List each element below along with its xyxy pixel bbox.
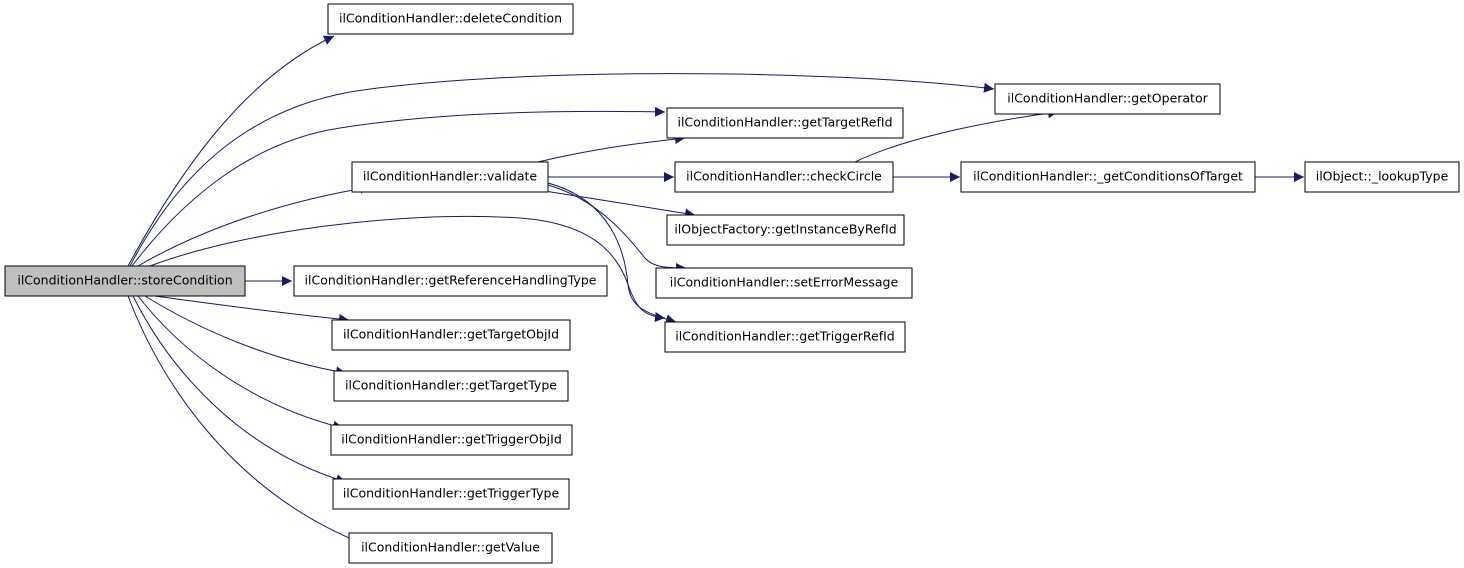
edge-storecondition-gettargetobjid xyxy=(154,295,350,324)
node-getvalue[interactable]: ilConditionHandler::getValue xyxy=(348,532,553,564)
node-getreferencehandlingtype[interactable]: ilConditionHandler::getReferenceHandling… xyxy=(293,265,608,297)
edges xyxy=(127,35,1304,544)
edge-storecondition-deletecondition xyxy=(127,35,335,267)
node-label: ilConditionHandler::getTriggerObjId xyxy=(341,432,562,447)
edge-validate-seterrormessage xyxy=(547,184,687,273)
edge-storecondition-gettriggertype xyxy=(132,295,347,484)
node-gettargettype[interactable]: ilConditionHandler::getTargetType xyxy=(333,370,569,402)
node-label: ilConditionHandler::validate xyxy=(363,169,538,184)
edge-storecondition-gettargetrefid xyxy=(131,106,666,267)
node-label: ilObject::_lookupType xyxy=(1316,169,1449,184)
node-gettargetrefid[interactable]: ilConditionHandler::getTargetRefId xyxy=(666,107,904,139)
node-label: ilConditionHandler::_getConditionsOfTarg… xyxy=(973,169,1243,184)
node-label: ilConditionHandler::deleteCondition xyxy=(339,11,562,26)
node-label: ilConditionHandler::getTargetType xyxy=(345,378,557,393)
node-label: ilConditionHandler::storeCondition xyxy=(17,273,232,288)
node-getconditionsoftarget[interactable]: ilConditionHandler::_getConditionsOfTarg… xyxy=(960,161,1256,193)
node-label: ilConditionHandler::getTriggerRefId xyxy=(675,329,895,344)
node-storecondition[interactable]: ilConditionHandler::storeCondition xyxy=(4,265,246,297)
edge-storecondition-getoperator xyxy=(129,73,995,267)
nodes: ilConditionHandler::storeCondition ilCon… xyxy=(4,3,1460,564)
node-label: ilConditionHandler::getReferenceHandling… xyxy=(305,273,597,288)
edge-storecondition-getvalue xyxy=(127,295,362,544)
node-label: ilConditionHandler::getTriggerType xyxy=(343,486,560,501)
node-label: ilConditionHandler::getOperator xyxy=(1007,91,1208,106)
node-gettriggerrefid[interactable]: ilConditionHandler::getTriggerRefId xyxy=(664,321,906,353)
edge-validate-getinstancebyrefid xyxy=(537,189,696,219)
edge-storecondition-gettriggerrefid xyxy=(149,215,666,322)
node-getoperator[interactable]: ilConditionHandler::getOperator xyxy=(994,83,1221,115)
edge-storecondition-gettriggerobjid xyxy=(137,295,344,431)
node-checkcircle[interactable]: ilConditionHandler::checkCircle xyxy=(674,161,894,193)
edge-storecondition-gettargettype xyxy=(144,295,347,377)
node-gettriggerobjid[interactable]: ilConditionHandler::getTriggerObjId xyxy=(330,424,573,456)
node-gettargetobjid[interactable]: ilConditionHandler::getTargetObjId xyxy=(331,319,571,351)
node-label: ilConditionHandler::getTargetObjId xyxy=(343,327,559,342)
node-lookuptype[interactable]: ilObject::_lookupType xyxy=(1304,161,1460,193)
node-gettriggertype[interactable]: ilConditionHandler::getTriggerType xyxy=(332,478,570,510)
edge-validate-gettriggerrefid xyxy=(547,182,677,325)
node-deletecondition[interactable]: ilConditionHandler::deleteCondition xyxy=(327,3,574,35)
node-label: ilConditionHandler::getTargetRefId xyxy=(677,115,892,130)
node-label: ilConditionHandler::setErrorMessage xyxy=(670,275,899,290)
node-getinstancebyrefid[interactable]: ilObjectFactory::getInstanceByRefId xyxy=(666,214,905,246)
edge-validate-gettargetrefid xyxy=(537,134,686,163)
node-validate[interactable]: ilConditionHandler::validate xyxy=(351,161,549,193)
node-label: ilConditionHandler::checkCircle xyxy=(686,169,882,184)
edge-checkcircle-getoperator xyxy=(854,108,1059,163)
node-label: ilObjectFactory::getInstanceByRefId xyxy=(674,222,896,237)
edge-storecondition-validate xyxy=(137,183,371,267)
node-seterrormessage[interactable]: ilConditionHandler::setErrorMessage xyxy=(655,267,913,299)
node-label: ilConditionHandler::getValue xyxy=(361,540,540,555)
